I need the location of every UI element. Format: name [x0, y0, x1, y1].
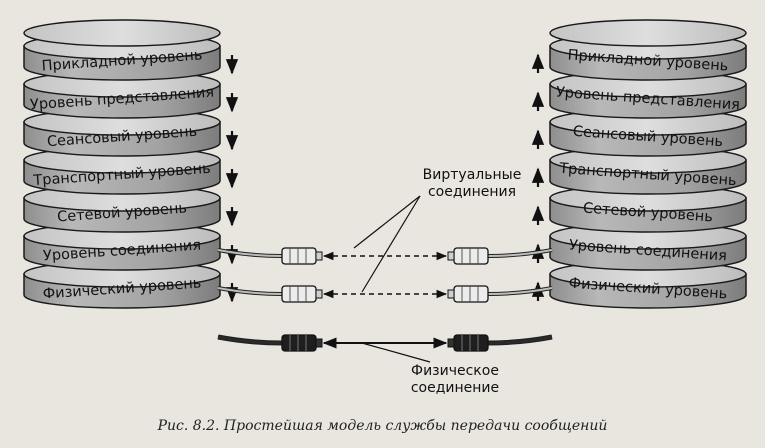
connector-plug-icon [281, 247, 323, 265]
virtual-connection [217, 285, 553, 303]
connection-cables [217, 247, 553, 352]
connector-plug-icon [447, 247, 489, 265]
virtual-label-line1: Виртуальные [423, 167, 522, 183]
connector-plug-icon [281, 334, 323, 352]
figure-caption: Рис. 8.2. Простейшая модель службы перед… [157, 418, 608, 434]
physical-label-line1: Физическое [411, 363, 499, 379]
connector-plug-icon [447, 285, 489, 303]
virtual-callout-lines [353, 195, 421, 293]
virtual-connection [217, 247, 553, 265]
stack-top-disc [549, 19, 747, 47]
physical-label-line2: соединение [411, 380, 499, 396]
connector-plug-icon [447, 334, 489, 352]
layer-disc: Сеансовый уровень [549, 108, 747, 157]
virtual-label-line2: соединения [428, 184, 516, 200]
stack-top-disc [23, 19, 221, 47]
physical-connection [217, 334, 553, 352]
physical-callout-line [361, 342, 431, 363]
connector-plug-icon [281, 285, 323, 303]
layer-disc: Сетевой уровень [23, 184, 221, 233]
